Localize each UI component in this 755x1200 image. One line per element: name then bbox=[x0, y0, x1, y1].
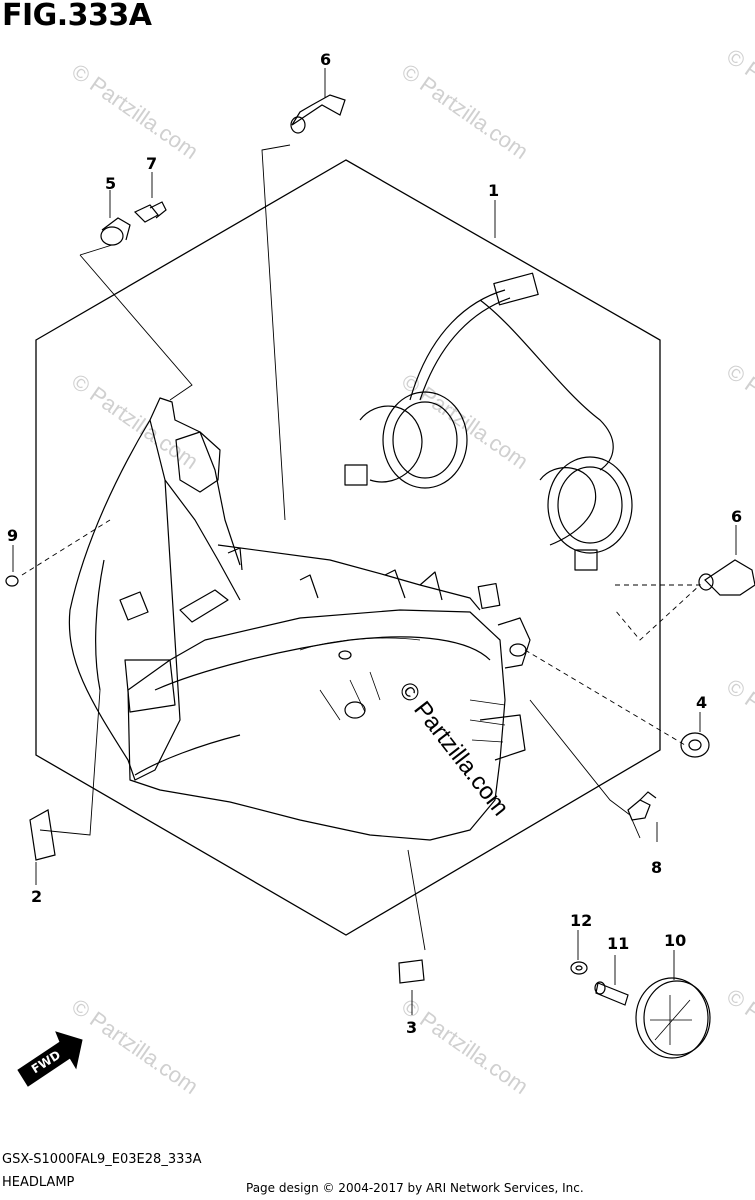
figure-code: GSX-S1000FAL9_E03E28_333A bbox=[2, 1152, 202, 1167]
bulb-top-drawing bbox=[290, 94, 346, 134]
reflector-bolt-drawing bbox=[594, 981, 629, 1006]
callout-labels: 1 2 3 4 5 6 6 7 8 9 10 11 12 bbox=[7, 50, 742, 1037]
watermark-foreground: © Partzilla.com bbox=[393, 677, 514, 821]
clamp-drawing bbox=[627, 791, 657, 821]
screw-drawing bbox=[133, 201, 167, 223]
callout-6-right: 6 bbox=[731, 507, 742, 526]
watermark: © Partzilla.com bbox=[67, 994, 203, 1100]
callout-3: 3 bbox=[406, 1018, 417, 1037]
callout-9: 9 bbox=[7, 526, 18, 545]
callout-4: 4 bbox=[696, 693, 707, 712]
clip-drawing bbox=[5, 575, 19, 587]
watermark: © Partzilla.com bbox=[397, 59, 533, 165]
washer-drawing bbox=[570, 961, 588, 975]
watermark: © Partzilla.com bbox=[397, 369, 533, 475]
watermark: © Partzilla.com bbox=[67, 369, 203, 475]
leader-lines bbox=[12, 68, 737, 1015]
callout-11: 11 bbox=[607, 934, 629, 953]
cap-drawing bbox=[680, 732, 710, 758]
watermark: © Partzilla.com bbox=[722, 674, 755, 780]
cushion-drawing bbox=[100, 217, 131, 246]
callout-8: 8 bbox=[651, 858, 662, 877]
watermark: © Partzilla.com bbox=[722, 984, 755, 1090]
headlamp-housing bbox=[68, 272, 633, 841]
watermark: © Partzilla.com bbox=[67, 59, 203, 165]
figure-name: HEADLAMP bbox=[2, 1175, 75, 1190]
assembly-boundary bbox=[35, 159, 661, 936]
watermark: © Partzilla.com bbox=[722, 44, 755, 150]
bulb-right-drawing bbox=[698, 559, 755, 596]
callout-5: 5 bbox=[105, 174, 116, 193]
figure-title: FIG.333A bbox=[2, 0, 152, 33]
callout-12: 12 bbox=[570, 911, 592, 930]
watermark: © Partzilla.com bbox=[397, 994, 533, 1100]
fwd-direction-arrow-icon: FWD bbox=[17, 1031, 83, 1087]
callout-10: 10 bbox=[664, 931, 686, 950]
watermark: © Partzilla.com bbox=[722, 359, 755, 465]
reflex-reflector-drawing bbox=[635, 977, 711, 1059]
callout-7: 7 bbox=[146, 154, 157, 173]
callout-2: 2 bbox=[31, 887, 42, 906]
label-3-drawing bbox=[398, 959, 425, 984]
callout-6-top: 6 bbox=[320, 50, 331, 69]
label-2-drawing bbox=[29, 809, 56, 861]
page-credit: Page design © 2004-2017 by ARI Network S… bbox=[246, 1181, 584, 1195]
callout-1: 1 bbox=[488, 181, 499, 200]
